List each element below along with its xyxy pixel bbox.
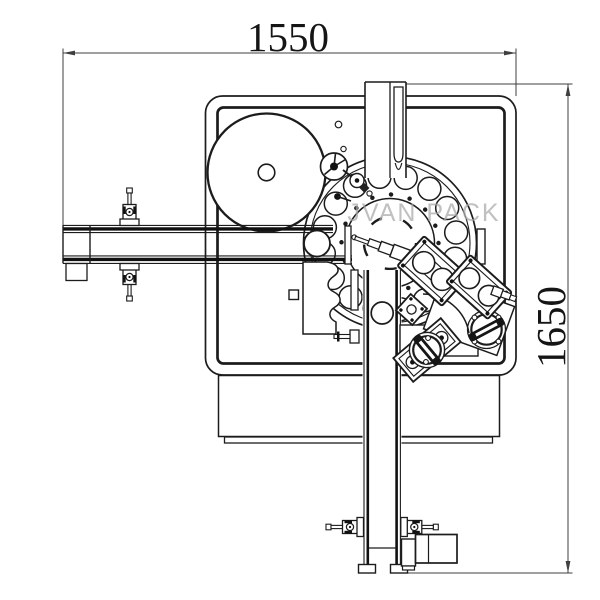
rail-clamp-bottom (119, 262, 140, 302)
filling-heads (351, 234, 518, 320)
rail-tip (394, 162, 403, 171)
label-drum (206, 112, 327, 233)
filling-head-plate-2 (445, 254, 513, 320)
dim-arrow-left (63, 50, 75, 56)
frame-inner (216, 106, 506, 365)
dim-arrow-top (565, 84, 571, 96)
junction-square (288, 289, 300, 301)
drum-hub (257, 163, 276, 182)
drive-motor-box (414, 533, 458, 564)
adjuster-block (394, 292, 429, 327)
dimension-height-1650 (404, 83, 573, 574)
conveyor-foot-left (357, 563, 377, 574)
capper-head-assembly (392, 316, 462, 384)
machine-base-pedestal (217, 374, 501, 444)
dimension-width-label: 1550 (247, 14, 329, 60)
transfer-starwheel (319, 120, 373, 202)
outfeed-clamp-left (325, 516, 365, 538)
piston-shaft-out (490, 285, 518, 303)
outfeed-conveyor (325, 270, 458, 574)
outfeed-roller (370, 301, 395, 325)
top-feed-rail (364, 81, 407, 178)
piston-shaft-in (351, 234, 413, 264)
conveyor-roller (303, 229, 331, 258)
rail-slot (393, 86, 404, 163)
handwheel (466, 309, 507, 350)
dimension-height-label: 1650 (528, 286, 574, 368)
dimension-width-1550 (62, 48, 517, 226)
turret-arc-slots (362, 215, 418, 271)
motor-bracket (400, 538, 417, 567)
dim-arrow-right (504, 50, 516, 56)
filling-head-plate-1 (397, 235, 469, 307)
infeed-conveyor (62, 187, 352, 302)
watermark-text: JVAN PACK (347, 199, 500, 227)
end-bracket (65, 262, 88, 282)
guide-bar (476, 228, 486, 265)
scallop-guide (302, 261, 360, 344)
rail-clamp-top (119, 187, 140, 227)
dim-arrow-bottom (565, 561, 571, 573)
